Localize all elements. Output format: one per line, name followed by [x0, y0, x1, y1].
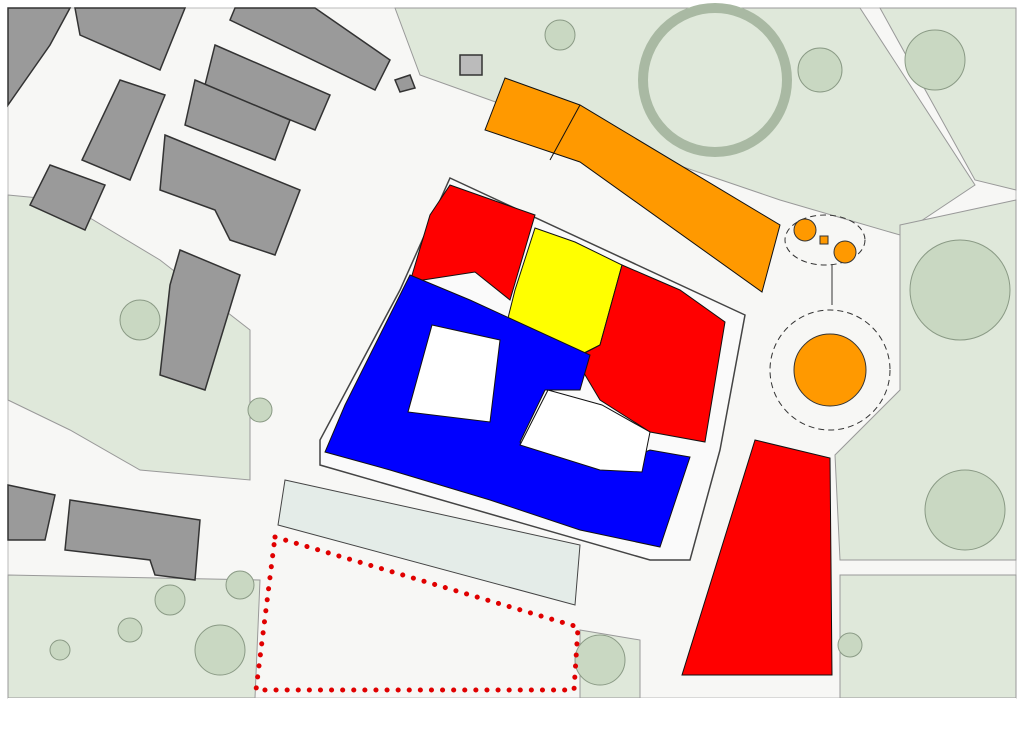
pale-strip	[277, 479, 581, 606]
trees	[49, 3, 1011, 686]
bottom-margin	[8, 698, 1016, 730]
red-zone-southeast	[681, 439, 833, 676]
colored-zones	[324, 77, 833, 676]
courtyard	[407, 324, 501, 423]
red-zone-northwest	[409, 184, 536, 301]
white-annex	[519, 389, 651, 473]
roundabout-features	[769, 214, 891, 431]
site-boundary	[253, 533, 581, 693]
blue-zone	[324, 274, 691, 548]
existing-buildings	[7, 7, 483, 581]
